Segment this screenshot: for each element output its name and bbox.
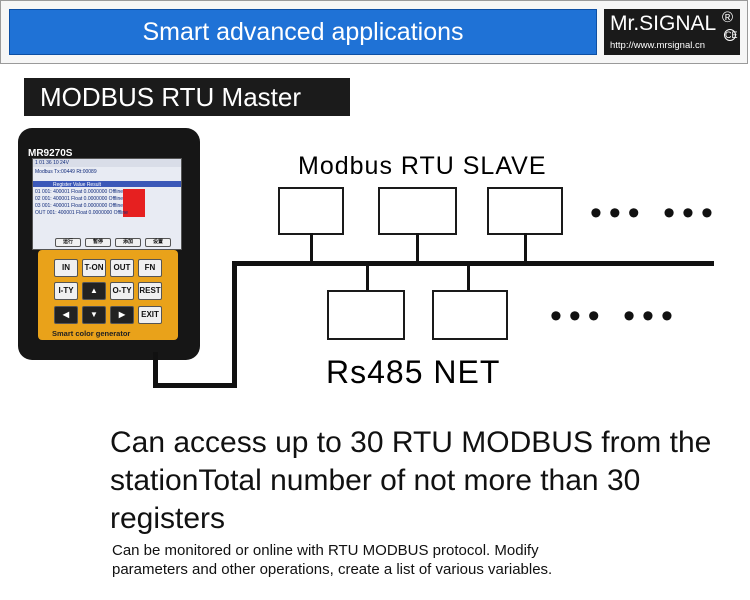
- key-exit[interactable]: EXIT: [138, 306, 162, 324]
- key-rest[interactable]: REST: [138, 282, 162, 300]
- device-footer: Smart color generator: [52, 329, 131, 338]
- key-out[interactable]: OUT: [110, 259, 134, 277]
- bus-drop-line: [524, 233, 527, 263]
- logo-url: http://www.mrsignal.cn: [610, 40, 706, 51]
- bus-connector-line: [232, 261, 237, 388]
- key-o-ty[interactable]: O-TY: [110, 282, 134, 300]
- main-description: Can access up to 30 RTU MODBUS from the …: [110, 426, 712, 535]
- logo-ce-mark: CE: [724, 29, 738, 41]
- bus-connector-line: [153, 352, 158, 388]
- master-label: MODBUS RTU Master: [24, 78, 350, 116]
- screen-row: Register Value Result: [53, 182, 101, 188]
- key-i-ty[interactable]: I-TY: [54, 282, 78, 300]
- more-nodes-dots: ••• •••: [550, 297, 680, 335]
- device-model: MR9270S: [28, 148, 73, 159]
- screen-row: OUT 001: 400001 Float 0.0000000 Offline: [35, 210, 128, 216]
- key-fn[interactable]: FN: [138, 259, 162, 277]
- rs485-bus-line: [232, 261, 714, 266]
- more-slaves-dots: ••• •••: [590, 194, 720, 232]
- screen-settings-button[interactable]: 设置: [145, 238, 171, 247]
- key-up-arrow-icon[interactable]: ▲: [82, 282, 106, 300]
- screen-row: 01 001: 400001 Float 0.0000000 Offline: [35, 189, 124, 195]
- logo-registered-mark: ®: [722, 9, 734, 26]
- logo-name: Mr.SIGNAL: [610, 12, 717, 35]
- bus-drop-line: [467, 264, 470, 292]
- screen-pause-button[interactable]: 暂停: [85, 238, 111, 247]
- slave-node-box: [378, 187, 457, 235]
- header-title: Smart advanced applications: [9, 9, 597, 55]
- detail-description: Can be monitored or online with RTU MODB…: [112, 542, 553, 578]
- screen-row: 02 001: 400001 Float 0.0000000 Offline: [35, 196, 124, 202]
- key-down-arrow-icon[interactable]: ▼: [82, 306, 106, 324]
- net-node-box: [432, 290, 508, 340]
- screen-run-button[interactable]: 运行: [55, 238, 81, 247]
- screen-row: 1 01 36 10 24V: [35, 160, 69, 166]
- key-left-arrow-icon[interactable]: ◀: [54, 306, 78, 324]
- slave-node-box: [487, 187, 563, 235]
- key-in[interactable]: IN: [54, 259, 78, 277]
- slave-node-box: [278, 187, 344, 235]
- net-label: Rs485 NET: [326, 354, 501, 390]
- bus-drop-line: [416, 233, 419, 263]
- net-node-box: [327, 290, 405, 340]
- key-right-arrow-icon[interactable]: ▶: [110, 306, 134, 324]
- screen-add-button[interactable]: 添加: [115, 238, 141, 247]
- screen-row: Modbus Tx:00449 Rt:00089: [35, 169, 97, 175]
- screen-row: 03 001: 400001 Float 0.0000000 Offline: [35, 203, 124, 209]
- slave-label: Modbus RTU SLAVE: [298, 152, 547, 180]
- bus-drop-line: [310, 233, 313, 263]
- key-t-on[interactable]: T-ON: [82, 259, 106, 277]
- brand-logo: Mr.SIGNAL ® CE http://www.mrsignal.cn: [604, 9, 740, 55]
- bus-connector-line: [153, 383, 237, 388]
- device-screen: 1 01 36 10 24V Modbus Tx:00449 Rt:00089 …: [32, 158, 182, 250]
- device-keypad: IN T-ON OUT FN I-TY ▲ O-TY REST ◀ ▼ ▶ EX…: [38, 250, 178, 340]
- bus-drop-line: [366, 264, 369, 292]
